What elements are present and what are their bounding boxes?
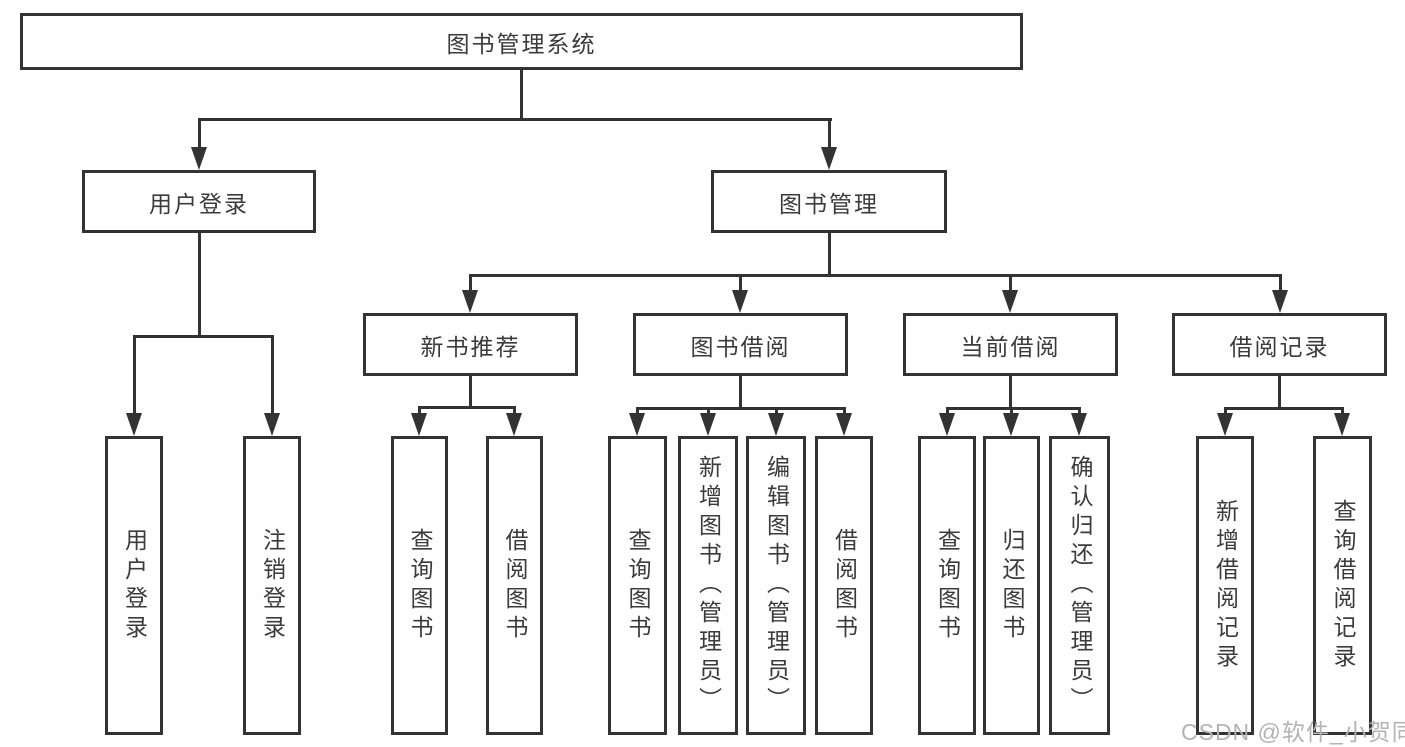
leaf-add-borrow-record: 新增借阅记录 [1196,436,1254,735]
connector-user-login-drop-2 [271,335,274,416]
arrow-down-icon [836,413,852,436]
leaf-query-books-borrowing: 查询图书 [608,436,667,735]
node-label: 查询图书 [934,527,961,644]
arrow-down-icon [1272,290,1288,313]
node-label: 图书管理 [779,190,879,217]
leaf-add-book-admin: 新增图书（管理员） [678,436,738,735]
connector-current-stem [1009,376,1012,407]
leaf-query-books-recommend: 查询图书 [391,436,448,735]
leaf-query-borrow-record: 查询借阅记录 [1313,436,1372,735]
leaf-confirm-return-admin: 确认归还（管理员） [1049,436,1110,735]
node-label: 借阅记录 [1229,333,1330,360]
connector-user-login-drop-1 [133,335,136,416]
arrow-down-icon [700,413,716,436]
arrow-down-icon [411,413,427,436]
connector-borrowing-drop-1 [636,407,639,416]
connector-recommend-stem [469,376,472,406]
leaf-query-books-current: 查询图书 [918,436,976,735]
arrow-down-icon [506,413,522,436]
connector-records-bus [1224,407,1344,410]
leaf-borrow-books-borrowing: 借阅图书 [815,436,873,735]
node-label: 用户登录 [121,527,148,644]
connector-book-mgmt-stem [828,233,831,274]
arrow-down-icon [821,147,837,170]
connector-records-drop-2 [1341,407,1344,416]
node-label: 图书借阅 [690,333,791,360]
connector-book-mgmt-drop-1 [469,274,472,294]
connector-recommend-drop-1 [418,406,421,416]
node-label: 归还图书 [999,527,1025,644]
connector-current-drop-2 [1010,407,1013,416]
connector-book-mgmt-drop-4 [1279,274,1282,294]
connector-recommend-drop-2 [513,406,516,416]
leaf-user-login: 用户登录 [105,436,163,735]
node-label: 确认归还（管理员） [1067,455,1093,716]
arrow-down-icon [1217,413,1233,436]
arrow-down-icon [1071,413,1087,436]
connector-current-bus [946,407,1081,410]
node-new-book-recommendation: 新书推荐 [363,313,578,376]
watermark-text: CSDN @软件_小贺同学 [1181,719,1405,745]
node-label: 新增借阅记录 [1212,498,1239,673]
leaf-edit-book-admin: 编辑图书（管理员） [746,436,806,735]
leaf-logout: 注销登录 [243,436,301,735]
connector-book-mgmt-bus [469,274,1282,277]
connector-recommend-bus [418,406,516,409]
connector-current-drop-3 [1078,407,1081,416]
node-book-borrowing: 图书借阅 [633,313,848,376]
node-label: 查询图书 [407,527,433,644]
node-label: 借阅图书 [502,527,528,644]
connector-records-stem [1278,376,1281,407]
node-user-login: 用户登录 [82,170,316,233]
arrow-down-icon [732,290,748,313]
node-book-management: 图书管理 [711,170,947,233]
node-borrowing-records: 借阅记录 [1172,313,1387,376]
connector-root-bus [198,118,832,121]
arrow-down-icon [126,413,142,436]
connector-root-drop-right [828,118,831,150]
node-label: 新增图书（管理员） [695,455,722,716]
node-label: 新书推荐 [420,333,521,360]
node-label: 图书管理系统 [446,30,597,57]
connector-borrowing-drop-4 [843,407,846,416]
connector-borrowing-bus [636,407,846,410]
connector-root-stem [520,69,523,118]
node-label: 用户登录 [149,190,249,217]
arrow-down-icon [264,413,280,436]
connector-records-drop-1 [1224,407,1227,416]
arrow-down-icon [191,147,207,170]
arrow-down-icon [1002,290,1018,313]
node-label: 查询图书 [625,527,651,644]
arrow-down-icon [1003,413,1019,436]
connector-root-drop-left [198,118,201,150]
connector-user-login-stem [198,233,201,335]
connector-current-drop-1 [946,407,949,416]
node-label: 注销登录 [259,527,286,644]
node-label: 当前借阅 [960,333,1061,360]
node-label: 借阅图书 [831,527,858,644]
node-library-system: 图书管理系统 [20,13,1023,70]
arrow-down-icon [629,413,645,436]
connector-user-login-bus [133,335,274,338]
connector-borrowing-drop-2 [707,407,710,416]
leaf-borrow-books-recommend: 借阅图书 [486,436,543,735]
arrow-down-icon [939,413,955,436]
arrow-down-icon [462,290,478,313]
node-label: 编辑图书（管理员） [763,455,790,716]
leaf-return-books: 归还图书 [983,436,1040,735]
node-label: 查询借阅记录 [1330,498,1356,673]
connector-book-mgmt-drop-3 [1009,274,1012,294]
connector-borrowing-stem [739,376,742,407]
connector-book-mgmt-drop-2 [739,274,742,294]
arrow-down-icon [768,413,784,436]
arrow-down-icon [1334,413,1350,436]
node-current-borrowing: 当前借阅 [903,313,1118,376]
connector-borrowing-drop-3 [775,407,778,416]
